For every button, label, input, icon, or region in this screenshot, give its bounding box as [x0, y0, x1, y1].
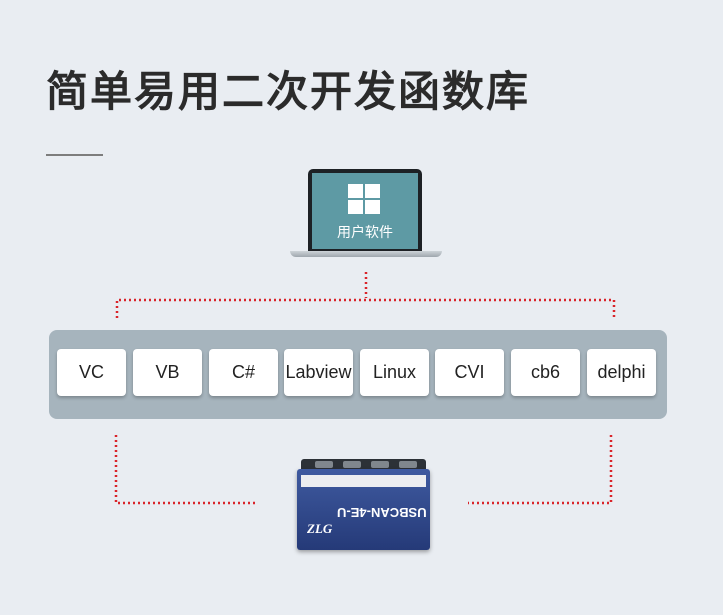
device-brand-logo: ZLG — [307, 521, 333, 536]
software-chip-delphi: delphi — [587, 349, 656, 396]
connector-right-bracket — [468, 435, 613, 505]
windows-logo-icon — [348, 184, 380, 214]
device-label-strip — [301, 475, 426, 487]
db9-port — [343, 461, 361, 468]
software-chip-vc: VC — [57, 349, 126, 396]
usbcan-device: USBCAN-4E-U ZLG — [297, 459, 430, 550]
software-chip-csharp: C# — [209, 349, 278, 396]
db9-port — [315, 461, 333, 468]
software-chip-cvi: CVI — [435, 349, 504, 396]
page-title: 简单易用二次开发函数库 — [46, 67, 531, 116]
software-chip-vb: VB — [133, 349, 202, 396]
device-port-row — [301, 459, 426, 471]
software-chip-labview: Labview — [284, 349, 353, 396]
connector-left-bracket — [114, 435, 258, 505]
laptop-user-software: 用户软件 — [290, 165, 442, 261]
title-underline — [46, 154, 103, 156]
db9-port — [399, 461, 417, 468]
laptop-base — [290, 251, 442, 257]
software-chip-linux: Linux — [360, 349, 429, 396]
connector-top-bracket — [115, 298, 616, 318]
device-model-label: USBCAN-4E-U — [337, 505, 427, 520]
user-software-label: 用户软件 — [337, 225, 393, 241]
software-chip-cb6: cb6 — [511, 349, 580, 396]
db9-port — [371, 461, 389, 468]
